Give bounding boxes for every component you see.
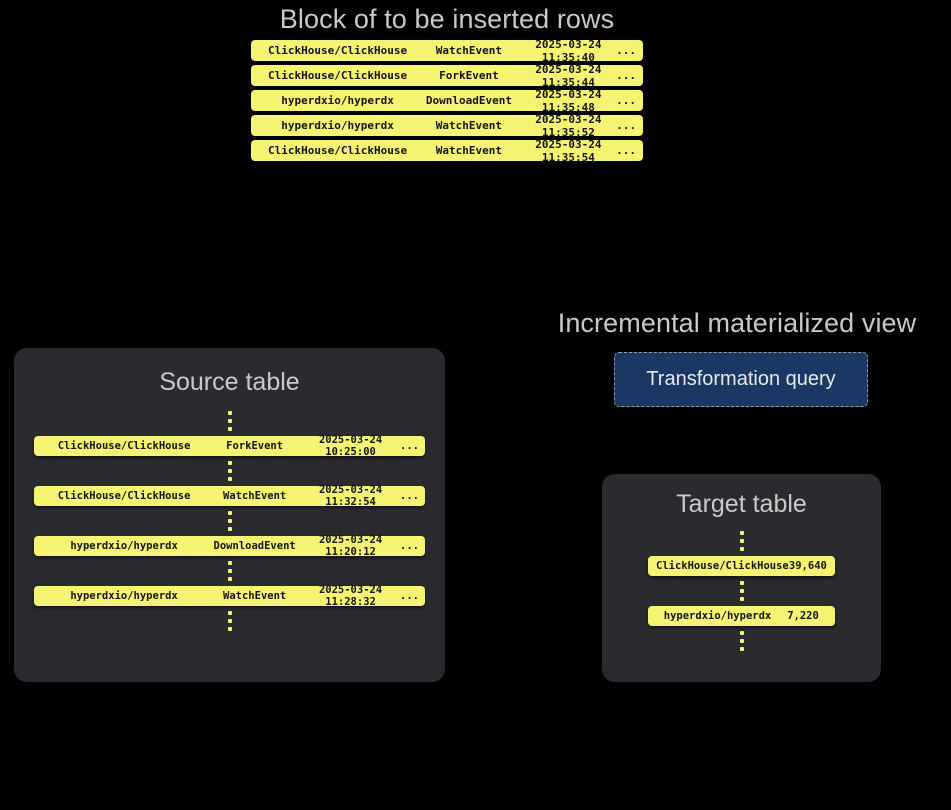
table-row: ClickHouse/ClickHouse ForkEvent 2025-03-… bbox=[251, 62, 643, 89]
row-time: 2025-03-24 11:35:54 bbox=[535, 137, 602, 164]
row-more: ... bbox=[400, 590, 419, 602]
ellipsis-dots bbox=[14, 411, 445, 431]
source-table-rows: ClickHouse/ClickHouse ForkEvent 2025-03-… bbox=[14, 411, 445, 631]
row-repo: hyperdxio/hyperdx bbox=[70, 590, 178, 602]
ellipsis-dots bbox=[602, 581, 881, 601]
materialized-view-heading: Incremental materialized view bbox=[557, 308, 917, 338]
ellipsis-dots bbox=[14, 611, 445, 631]
table-row: ClickHouse/ClickHouse WatchEvent 2025-03… bbox=[251, 37, 643, 64]
row-repo: ClickHouse/ClickHouse bbox=[268, 144, 408, 157]
row-time: 2025-03-24 11:20:12 bbox=[318, 534, 383, 558]
row-time: 2025-03-24 10:25:00 bbox=[318, 434, 383, 458]
row-more: ... bbox=[616, 144, 636, 157]
table-row: hyperdxio/hyperdx DownloadEvent 2025-03-… bbox=[34, 534, 425, 558]
row-event: WatchEvent bbox=[435, 144, 503, 157]
row-repo: ClickHouse/ClickHouse bbox=[656, 560, 789, 572]
row-repo: ClickHouse/ClickHouse bbox=[268, 69, 408, 82]
ellipsis-dots bbox=[602, 631, 881, 651]
ellipsis-dots bbox=[602, 531, 881, 551]
row-repo: ClickHouse/ClickHouse bbox=[268, 44, 408, 57]
target-table-panel: Target table ClickHouse/ClickHouse 39,64… bbox=[602, 474, 881, 682]
table-row: hyperdxio/hyperdx WatchEvent 2025-03-24 … bbox=[251, 112, 643, 139]
row-repo: ClickHouse/ClickHouse bbox=[57, 440, 191, 452]
row-event: WatchEvent bbox=[435, 119, 503, 132]
row-time: 2025-03-24 11:28:32 bbox=[318, 584, 383, 608]
target-table-title: Target table bbox=[676, 490, 807, 518]
table-row: ClickHouse/ClickHouse WatchEvent 2025-03… bbox=[251, 137, 643, 164]
ellipsis-dots bbox=[14, 511, 445, 531]
table-row: ClickHouse/ClickHouse ForkEvent 2025-03-… bbox=[34, 434, 425, 458]
transformation-query-box[interactable]: Transformation query bbox=[614, 352, 868, 407]
row-more: ... bbox=[400, 540, 419, 552]
row-event: WatchEvent bbox=[223, 590, 287, 602]
row-repo: hyperdxio/hyperdx bbox=[281, 119, 394, 132]
table-row: ClickHouse/ClickHouse 39,640 bbox=[648, 556, 835, 576]
table-row: hyperdxio/hyperdx 7,220 bbox=[648, 606, 835, 626]
row-more: ... bbox=[616, 119, 636, 132]
table-row: hyperdxio/hyperdx WatchEvent 2025-03-24 … bbox=[34, 584, 425, 608]
row-more: ... bbox=[616, 69, 636, 82]
ellipsis-dots bbox=[14, 461, 445, 481]
row-more: ... bbox=[616, 94, 636, 107]
row-event: ForkEvent bbox=[439, 69, 499, 82]
row-more: ... bbox=[400, 440, 419, 452]
row-time: 2025-03-24 11:35:40 bbox=[535, 37, 602, 64]
block-title: Block of to be inserted rows bbox=[279, 4, 615, 34]
row-event: WatchEvent bbox=[223, 490, 287, 502]
row-more: ... bbox=[400, 490, 419, 502]
row-repo: hyperdxio/hyperdx bbox=[70, 540, 178, 552]
table-row: ClickHouse/ClickHouse WatchEvent 2025-03… bbox=[34, 484, 425, 508]
target-table-rows: ClickHouse/ClickHouse 39,640 hyperdxio/h… bbox=[602, 531, 881, 651]
source-table-title: Source table bbox=[159, 368, 300, 396]
row-time: 2025-03-24 11:35:44 bbox=[535, 62, 602, 89]
row-count: 39,640 bbox=[788, 560, 827, 572]
row-more: ... bbox=[616, 44, 636, 57]
row-time: 2025-03-24 11:35:52 bbox=[535, 112, 602, 139]
table-row: hyperdxio/hyperdx DownloadEvent 2025-03-… bbox=[251, 87, 643, 114]
row-repo: ClickHouse/ClickHouse bbox=[57, 490, 191, 502]
row-event: DownloadEvent bbox=[425, 94, 512, 107]
row-repo: hyperdxio/hyperdx bbox=[663, 610, 772, 622]
row-count: 7,220 bbox=[787, 610, 819, 622]
row-repo: hyperdxio/hyperdx bbox=[281, 94, 394, 107]
row-event: ForkEvent bbox=[226, 440, 284, 452]
inserted-rows-block: ClickHouse/ClickHouse WatchEvent 2025-03… bbox=[251, 37, 643, 165]
row-time: 2025-03-24 11:35:48 bbox=[535, 87, 602, 114]
row-event: DownloadEvent bbox=[213, 540, 296, 552]
row-event: WatchEvent bbox=[435, 44, 503, 57]
ellipsis-dots bbox=[14, 561, 445, 581]
row-time: 2025-03-24 11:32:54 bbox=[318, 484, 383, 508]
source-table-panel: Source table ClickHouse/ClickHouse ForkE… bbox=[14, 348, 445, 682]
